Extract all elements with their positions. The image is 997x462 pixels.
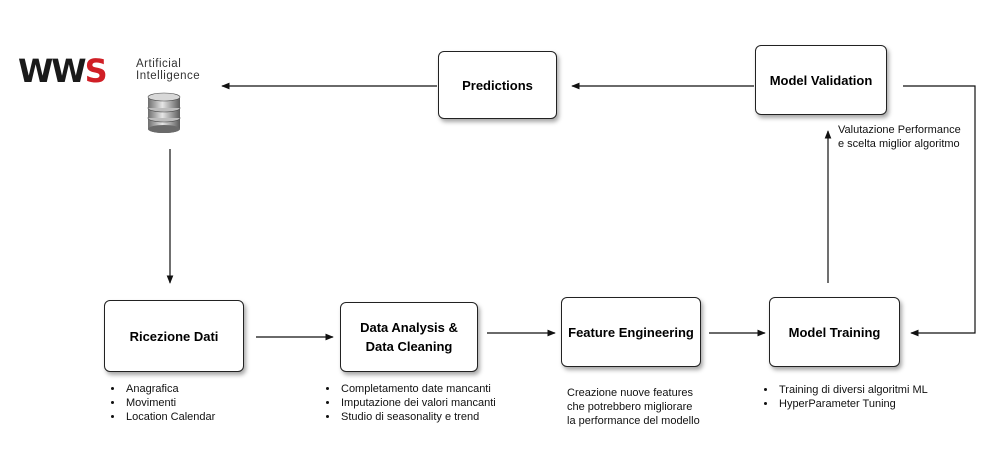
list-item: Anagrafica <box>124 382 215 396</box>
node-ricezione-dati[interactable]: Ricezione Dati <box>104 300 244 372</box>
note-model-validation: Valutazione Performance e scelta miglior… <box>838 123 961 151</box>
logo-mark-red: S <box>84 52 108 90</box>
node-data-analysis[interactable]: Data Analysis & Data Cleaning <box>340 302 478 372</box>
node-model-validation-label: Model Validation <box>769 72 873 88</box>
note-analysis-list: Completamento date mancanti Imputazione … <box>326 382 496 424</box>
note-feature-line2: che potrebbero migliorare <box>567 401 693 413</box>
node-feature-engineering-label: Feature Engineering <box>568 324 694 340</box>
node-ricezione-dati-label: Ricezione Dati <box>129 328 219 344</box>
arrow-validation-loop-to-training <box>903 85 976 337</box>
note-training-list: Training di diversi algoritmi ML HyperPa… <box>764 383 928 411</box>
note-feature-line1: Creazione nuove features <box>567 387 693 399</box>
logo-mark: WWS <box>18 55 108 87</box>
node-model-training-label: Model Training <box>788 324 881 340</box>
brand-logo: WWS Artificial Intelligence <box>18 52 218 92</box>
node-data-analysis-label-line2: Data Cleaning <box>365 339 453 354</box>
logo-text-line1: Artificial <box>136 58 182 70</box>
list-item: Completamento date mancanti <box>339 382 496 396</box>
note-ricezione-list: Anagrafica Movimenti Location Calendar <box>111 382 215 424</box>
database-icon <box>147 92 181 133</box>
node-model-validation[interactable]: Model Validation <box>755 45 887 115</box>
note-model-validation-line2: e scelta miglior algoritmo <box>838 138 960 150</box>
logo-mark-dark: WW <box>18 52 87 90</box>
list-item: Studio di seasonality e trend <box>339 410 496 424</box>
list-item: Movimenti <box>124 396 215 410</box>
list-item: Imputazione dei valori mancanti <box>339 396 496 410</box>
node-model-training[interactable]: Model Training <box>769 297 900 367</box>
node-predictions-label: Predictions <box>462 77 533 93</box>
node-feature-engineering[interactable]: Feature Engineering <box>561 297 701 367</box>
logo-text: Artificial Intelligence <box>136 58 200 82</box>
list-item: Training di diversi algoritmi ML <box>777 383 928 397</box>
note-feature-line3: la performance del modello <box>567 415 700 427</box>
logo-text-line2: Intelligence <box>136 70 201 82</box>
list-item: HyperParameter Tuning <box>777 397 928 411</box>
node-data-analysis-label-line1: Data Analysis & <box>360 320 458 335</box>
list-item: Location Calendar <box>124 410 215 424</box>
note-feature-engineering: Creazione nuove features che potrebbero … <box>567 386 700 428</box>
node-predictions[interactable]: Predictions <box>438 51 557 119</box>
note-model-validation-line1: Valutazione Performance <box>838 124 961 136</box>
